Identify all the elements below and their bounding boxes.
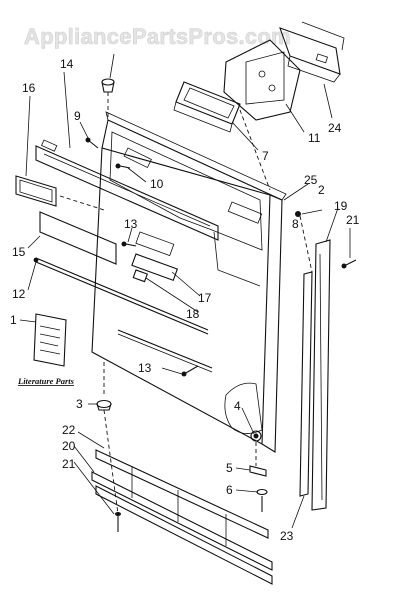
callout-14: 14 [60,57,74,71]
bottom-rails [91,449,273,585]
literature-booklet [33,313,67,367]
callout-13-upper: 13 [124,217,138,231]
trim-parts [15,139,219,335]
callout-7: 7 [262,149,269,163]
callout-24: 24 [328,121,342,135]
callout-19: 19 [334,199,348,213]
part-17 [131,253,179,282]
hinge-assembly [173,21,345,133]
callout-21-right: 21 [346,213,360,227]
alignment-lines [59,92,313,515]
callout-8: 8 [292,217,299,231]
door-panel [91,111,287,453]
callout-20: 20 [62,439,76,453]
callout-22: 22 [62,423,76,437]
literature-label: Literature Parts [17,376,75,386]
callout-12: 12 [12,287,26,301]
callout-labels: 14 16 9 10 7 11 24 25 2 8 19 21 13 15 12… [10,57,360,543]
callout-10: 10 [150,177,164,191]
callout-2: 2 [318,183,325,197]
part-18 [132,269,148,283]
callout-6: 6 [226,483,233,497]
leader-lines [19,53,351,529]
callout-9: 9 [74,109,81,123]
callout-16: 16 [22,81,36,95]
callout-23: 23 [280,529,294,543]
callout-15: 15 [12,245,26,259]
watermark: AppliancePartsPros.com [24,24,291,49]
callout-21-bottom: 21 [62,457,76,471]
callout-1: 1 [10,313,17,327]
callout-4: 4 [234,399,241,413]
callout-11: 11 [308,131,321,145]
callout-17: 17 [198,291,212,305]
callout-5: 5 [226,461,233,475]
side-trim [299,239,331,511]
callout-25: 25 [304,173,318,187]
callout-18: 18 [186,307,200,321]
callout-3: 3 [76,397,83,411]
callout-13-lower: 13 [138,361,152,375]
